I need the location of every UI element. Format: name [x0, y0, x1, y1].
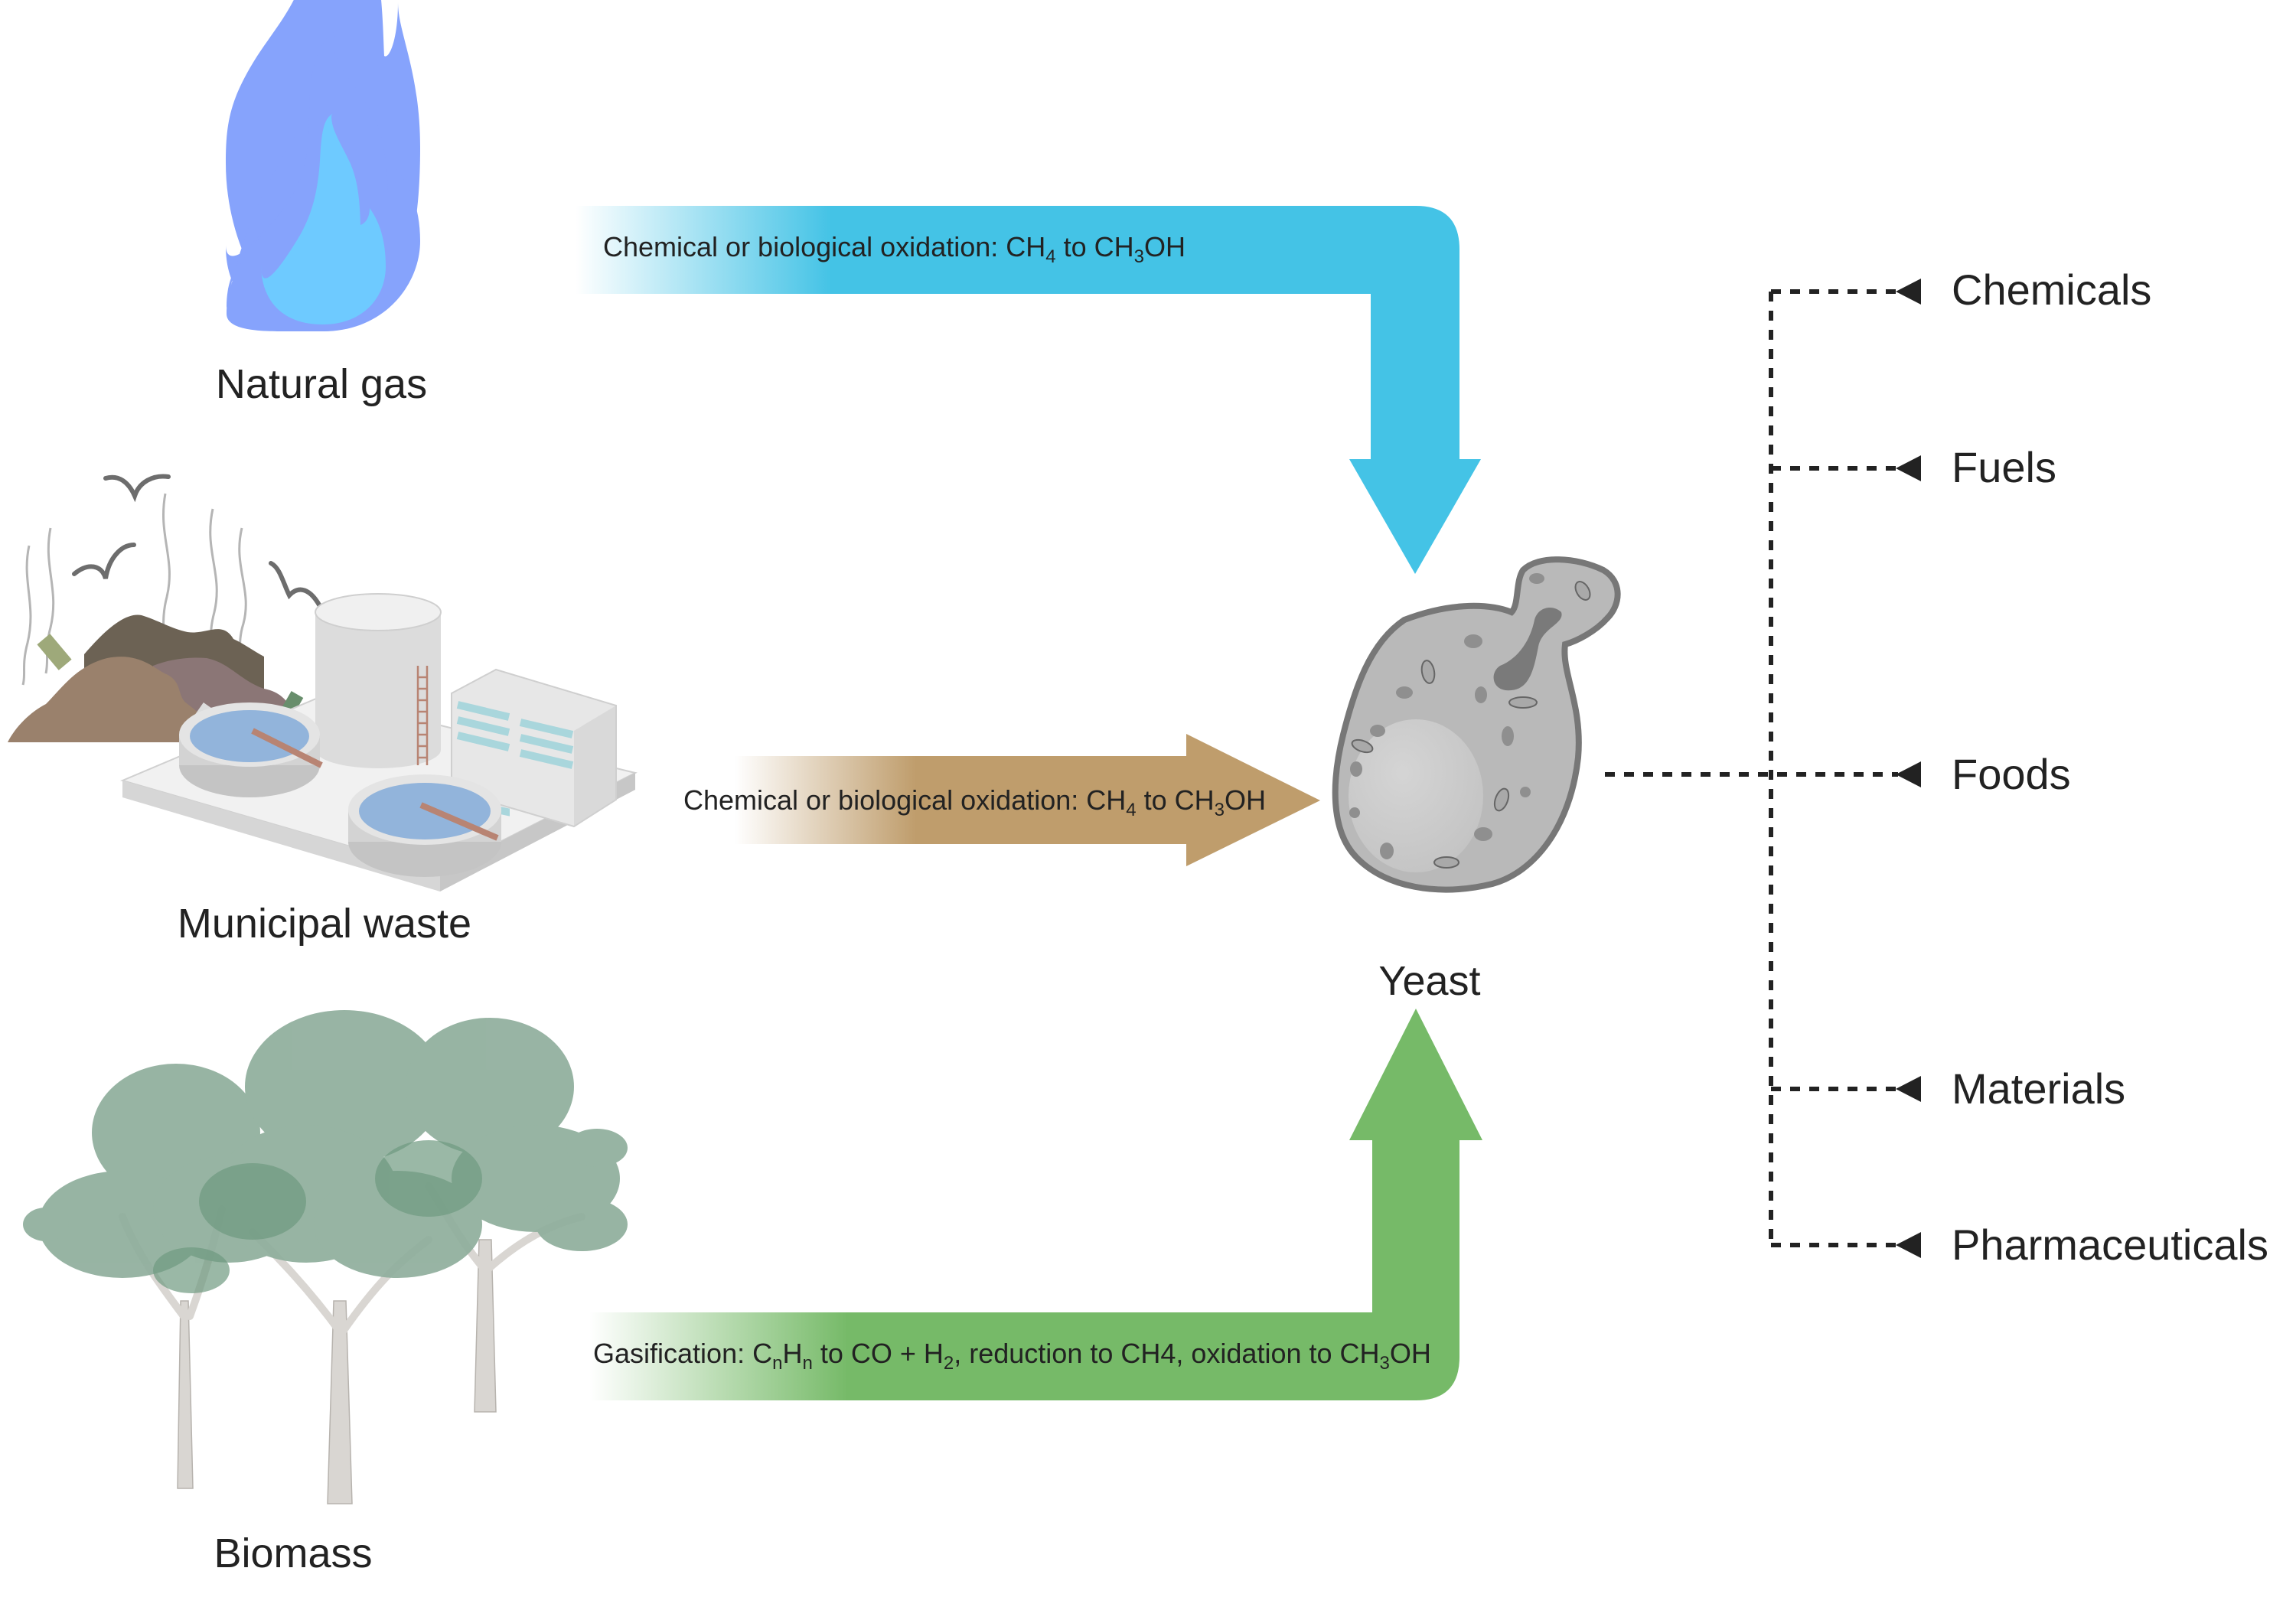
building-side [574, 706, 616, 826]
products-connector [1605, 279, 1921, 1258]
natural-gas-arrow-band [576, 206, 1087, 294]
foods-arrowhead-icon [1896, 761, 1921, 787]
fuels-arrowhead-icon [1896, 455, 1921, 481]
flame-graphic [226, 28, 420, 331]
biomass-arrow-band [589, 1312, 1087, 1400]
natural-gas-arrow-body [1087, 206, 1481, 574]
chemicals-arrowhead-icon [1896, 279, 1921, 305]
yeast-label: Yeast [1378, 958, 1480, 1004]
tank-top [315, 593, 442, 631]
clarifier-tank-1 [179, 702, 323, 797]
natural-gas-label: Natural gas [216, 361, 427, 407]
biomass-arrow-text: Gasification: CnHn to CO + H2, reduction… [593, 1338, 1431, 1374]
plant-base-side-left [122, 781, 440, 892]
ladder-icon [416, 666, 429, 765]
tree-foliage-dark [153, 1140, 482, 1293]
yeast-nucleus [1493, 608, 1562, 691]
natural-gas-arrow: Chemical or biological oxidation: CH4 to… [576, 206, 1481, 574]
tree-trunks [177, 1239, 497, 1504]
yeast-mitochondria [1351, 581, 1591, 869]
biomass-label: Biomass [214, 1530, 372, 1576]
clarifier-tank-2 [348, 774, 501, 877]
yeast-cell-icon [1332, 556, 1621, 893]
municipal-waste-label: Municipal waste [178, 901, 471, 947]
municipal-waste-arrow-band [735, 756, 1188, 844]
birds-icon [72, 474, 324, 611]
landfill-and-treatment-plant-icon [8, 474, 638, 892]
flame-outer-fill [227, 115, 309, 308]
flame-inner-fill [261, 113, 386, 324]
biomass-arrow: Gasification: CnHn to CO + H2, reduction… [589, 1009, 1482, 1400]
yeast-organelles [1349, 573, 1544, 859]
municipal-waste-arrow-text: Chemical or biological oxidation: CH4 to… [683, 784, 1266, 820]
tank-bottom [315, 732, 441, 768]
bottle-icon [37, 634, 72, 670]
product-fuels: Fuels [1952, 443, 2056, 491]
biomass-arrow-body [1087, 1009, 1482, 1400]
municipal-waste-arrow-head [1186, 734, 1320, 866]
product-foods: Foods [1952, 750, 2071, 798]
product-materials: Materials [1952, 1064, 2125, 1113]
product-pharmaceuticals: Pharmaceuticals [1952, 1221, 2268, 1269]
tank-body [315, 612, 441, 750]
trees-icon [23, 1010, 628, 1504]
materials-arrowhead-icon [1896, 1076, 1921, 1102]
municipal-waste-arrow: Chemical or biological oxidation: CH4 to… [683, 734, 1320, 866]
pharmaceuticals-arrowhead-icon [1896, 1232, 1921, 1258]
yeast-vacuole [1349, 719, 1483, 872]
natural-gas-arrow-text: Chemical or biological oxidation: CH4 to… [603, 231, 1186, 267]
product-chemicals: Chemicals [1952, 266, 2151, 314]
building-window-rows [456, 701, 574, 769]
landfill-left [8, 657, 222, 742]
